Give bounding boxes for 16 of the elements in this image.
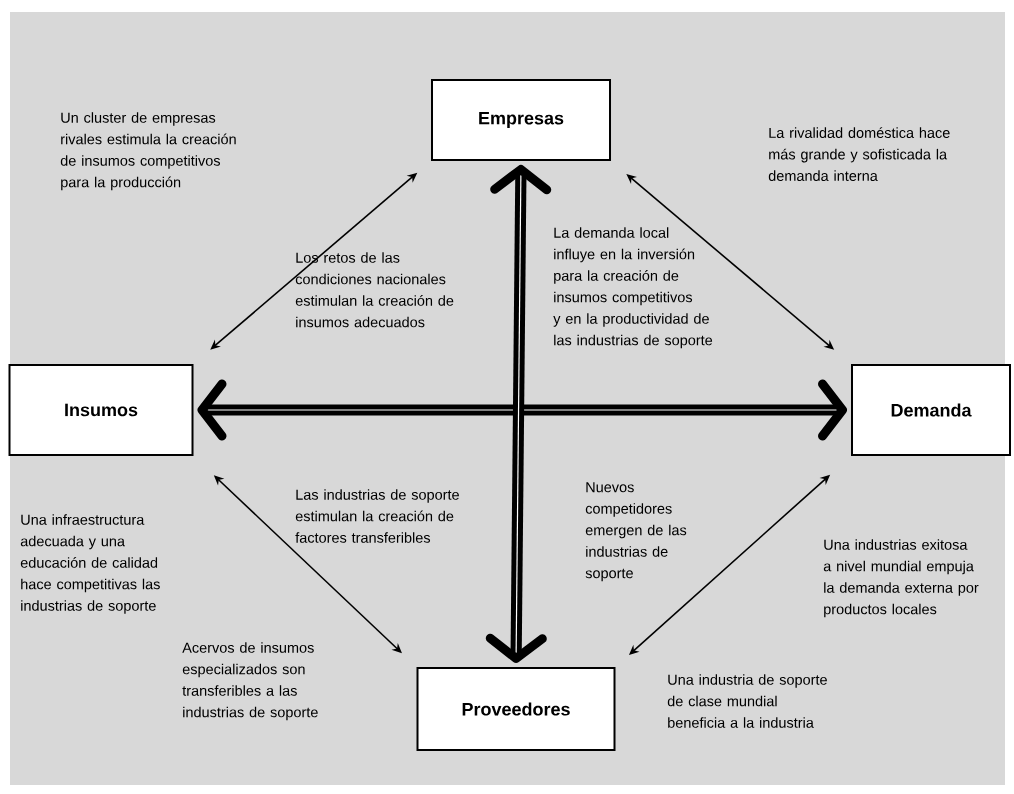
note-text: La rivalidad doméstica hace más grande y sofisticada la demanda interna — [768, 127, 950, 181]
note-text: Una industrias exitosa a nivel mundial empuja la demanda externa por productos locales — [823, 539, 979, 618]
note-text: Un cluster de empresas rivales estimula la creación de insumos competitivos para la producción — [60, 112, 236, 191]
note-text: Una industria de soporte de clase mundial beneficia a la industria — [667, 674, 827, 728]
note-text: Nuevos competidores emergen de las industrias de soporte — [585, 482, 687, 582]
note-text: La demanda local influye en la inversión para la creación de insumos competitivos y en la productividad de las industrias de soporte — [553, 227, 713, 349]
note-text: Acervos de insumos especializados son transferibles a las industrias de soporte — [182, 642, 318, 721]
double-arrow — [197, 379, 847, 441]
label-box: Proveedores — [416, 667, 616, 751]
double-arrow — [485, 165, 552, 663]
label-box: Demanda — [851, 364, 1011, 456]
note-text: Una infraestructura adecuada y una educación de calidad hace competitivas las industrias de soporte — [20, 514, 160, 614]
note-text: Los retos de las condiciones nacionales estimulan la creación de insumos adecuados — [295, 252, 454, 328]
label-box: Empresas — [431, 79, 611, 161]
note-text: Las industrias de soporte estimulan la creación de factores transferibles — [295, 489, 459, 543]
label-box: Insumos — [8, 364, 194, 456]
